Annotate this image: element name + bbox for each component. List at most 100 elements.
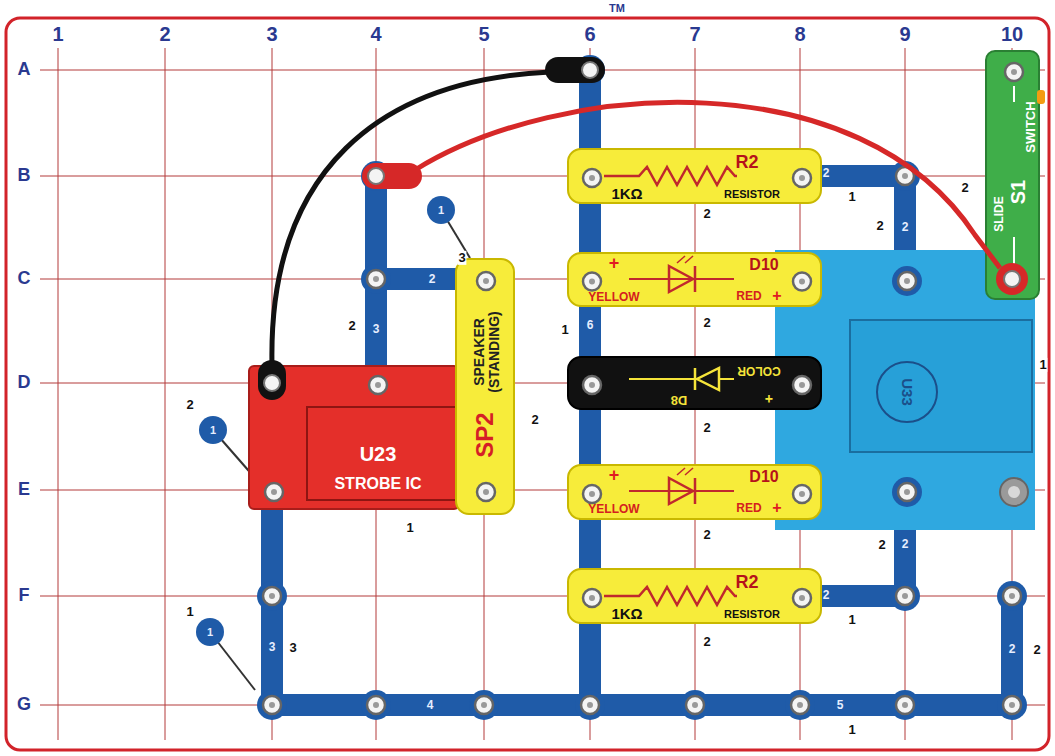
callout-number: 2 — [875, 219, 884, 233]
snap-center — [483, 278, 489, 284]
snap-center — [587, 702, 593, 708]
led-lead — [629, 278, 734, 280]
single-post — [427, 196, 455, 224]
snap-center — [799, 491, 805, 497]
snap-wire — [1001, 596, 1023, 705]
speaker: SPEAKER (STANDING)SP2 — [455, 258, 515, 515]
part-label: R2 — [735, 153, 758, 173]
callout-number: 2 — [530, 413, 539, 427]
snap — [583, 273, 601, 291]
callout-number: 2 — [429, 273, 436, 286]
snap — [369, 376, 387, 394]
jumper-plug — [996, 263, 1028, 295]
callout-number: 1 — [847, 190, 856, 204]
led: +D10YELLOWRED+ — [567, 464, 822, 520]
callout-number: 1 — [210, 424, 216, 436]
callout-number: 2 — [347, 319, 356, 333]
grid-label: 9 — [897, 23, 912, 45]
snap — [583, 485, 601, 503]
snap — [368, 168, 384, 184]
callout-number: 2 — [185, 398, 194, 412]
snap-center — [904, 278, 910, 284]
snap — [793, 169, 811, 187]
part-label: 1KΩ — [611, 186, 642, 203]
grid-label: D — [16, 373, 33, 393]
grid-label: 6 — [582, 23, 597, 45]
part-label: STROBE IC — [334, 475, 421, 493]
led-symbol — [694, 478, 697, 504]
snap — [582, 62, 598, 78]
color-led-symbol — [569, 358, 824, 412]
callout-number: 2 — [902, 538, 909, 551]
snap-center — [799, 175, 805, 181]
resistor: R2 1KΩ RESISTOR — [567, 148, 822, 204]
led-symbol — [669, 266, 693, 292]
snap-center — [902, 702, 908, 708]
callout-number: 1 — [438, 204, 444, 216]
snap — [1004, 271, 1020, 287]
callout-number: 2 — [902, 221, 909, 234]
snap — [793, 589, 811, 607]
snap-center — [589, 491, 595, 497]
snap — [1003, 696, 1021, 714]
snap-post — [997, 581, 1027, 611]
grid-line — [58, 48, 59, 740]
part-label: YELLOW — [588, 291, 639, 304]
jumper-plug — [362, 163, 422, 189]
part-label: YELLOW — [588, 503, 639, 516]
part-label: RESISTOR — [724, 188, 780, 200]
snap-post — [257, 690, 287, 720]
part-label: R2 — [735, 573, 758, 593]
snap — [477, 272, 495, 290]
snap-center — [797, 702, 803, 708]
snap — [263, 696, 281, 714]
grid-label: 1 — [50, 23, 65, 45]
led-symbol — [694, 266, 697, 292]
snap — [367, 696, 385, 714]
grid-label: 7 — [687, 23, 702, 45]
part-label: + — [772, 287, 781, 305]
part-label: U23 — [360, 443, 397, 465]
grid-label: B — [16, 166, 33, 186]
snap — [583, 589, 601, 607]
light-arrow — [685, 468, 693, 475]
callout-number: 2 — [702, 316, 711, 330]
grid-label: F — [17, 586, 32, 606]
part-label: D8 — [671, 393, 688, 407]
callout-number: 1 — [185, 605, 194, 619]
snap-wire — [590, 694, 1012, 716]
resistor-symbol — [604, 587, 737, 605]
module-face — [850, 320, 1032, 452]
snap-post — [892, 477, 922, 507]
snap-post — [575, 690, 605, 720]
color-led: COLOR+D8 — [567, 356, 822, 410]
snap — [793, 273, 811, 291]
snap-center — [481, 702, 487, 708]
callout-number: 6 — [587, 319, 594, 332]
snap-center — [483, 489, 489, 495]
resistor-symbol — [604, 167, 737, 185]
snap — [793, 485, 811, 503]
snap-center — [904, 489, 910, 495]
part-label: + — [772, 499, 781, 517]
snap-center — [271, 489, 277, 495]
snap-center — [902, 173, 908, 179]
callout-number: 5 — [837, 699, 844, 712]
callout-number: 2 — [960, 181, 969, 195]
callout-number: 2 — [823, 589, 830, 602]
snap-center — [269, 702, 275, 708]
grid-label: 2 — [157, 23, 172, 45]
part-label: D10 — [749, 468, 778, 486]
snap-center — [1011, 69, 1017, 75]
grid-label: 5 — [476, 23, 491, 45]
resistor: R21KΩRESISTOR — [567, 568, 822, 624]
snap-post — [361, 690, 391, 720]
snap — [265, 483, 283, 501]
snap-center — [902, 593, 908, 599]
part-label: SWITCH — [1024, 101, 1038, 152]
callout-number: 3 — [457, 251, 466, 265]
snap — [1003, 587, 1021, 605]
snap — [264, 375, 280, 391]
part-label: SPEAKER (STANDING) — [472, 302, 503, 402]
